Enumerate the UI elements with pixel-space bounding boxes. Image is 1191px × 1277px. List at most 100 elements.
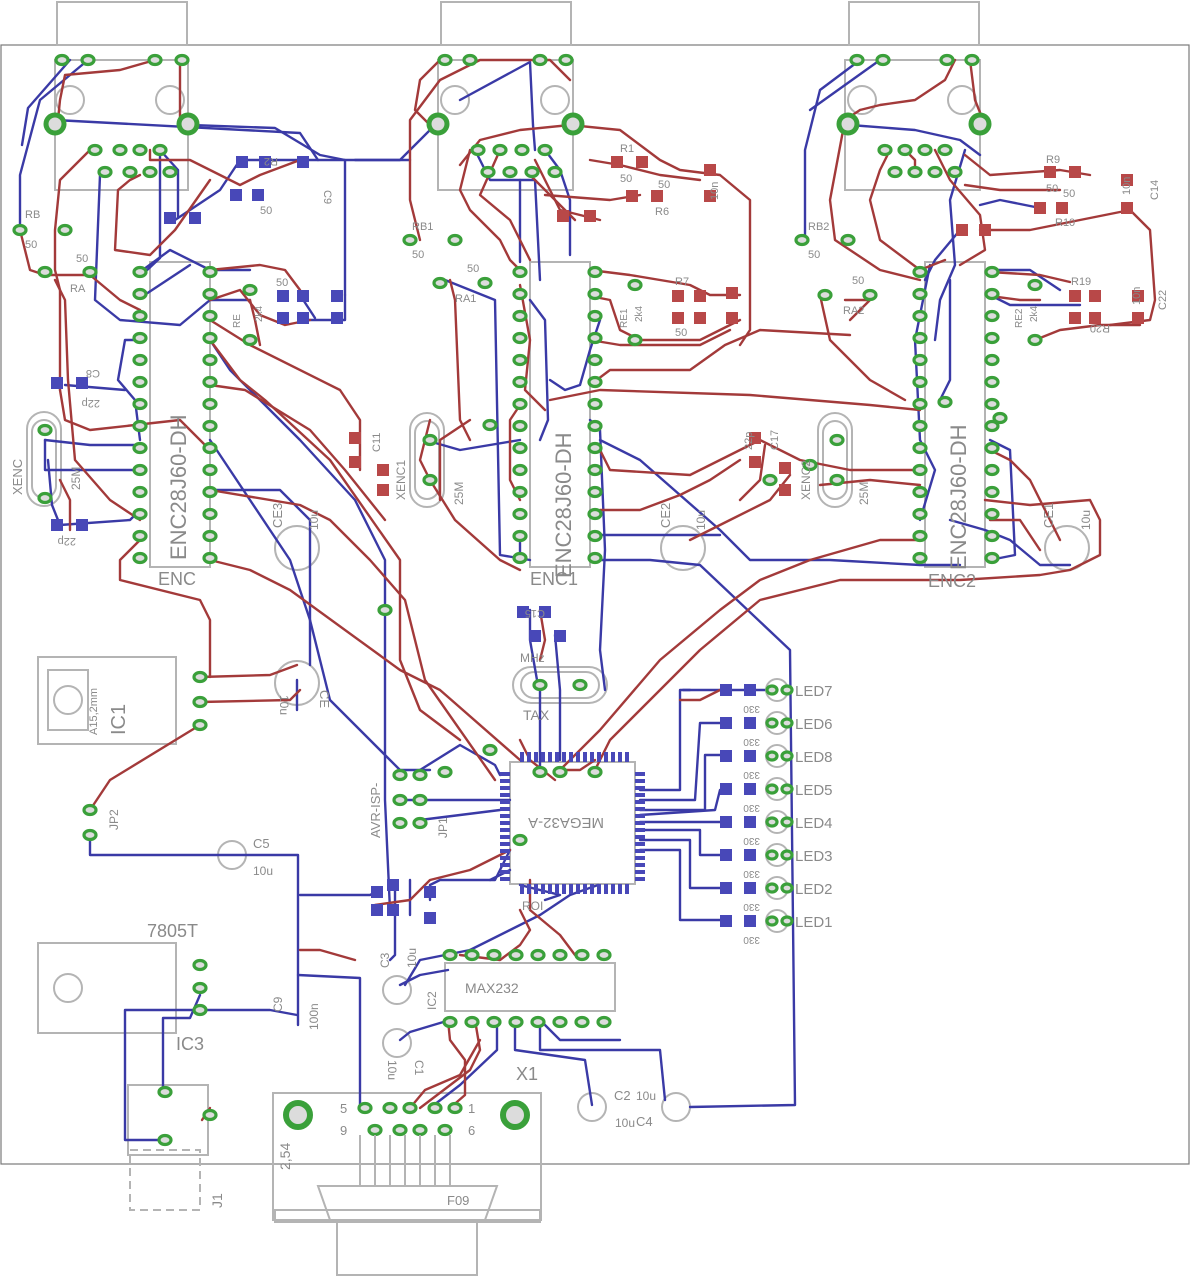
led-label: LED4 [795,815,833,832]
re-label: RE [232,314,243,328]
max232-pin [530,948,546,962]
enc0-pin [202,397,218,411]
rj45-0-data-pin [87,143,103,157]
enc1-pin [512,551,528,565]
ic1-pin [192,718,208,732]
smd-pad [377,464,389,476]
rj45-1-data-pin [470,143,486,157]
smd-pad [252,189,264,201]
smd-pad [584,210,596,222]
led-resistor-pad [744,816,756,828]
enc0-part-label: ENC28J60-DH [166,415,191,561]
enc2-pin [912,463,928,477]
ce1-val: 10u [1079,510,1093,530]
rj45-1-data-pin [537,143,553,157]
enc2-pin [912,375,928,389]
rj45-2-data-pin [907,165,923,179]
enc0-outline [149,261,211,568]
ic1-pin [192,670,208,684]
mcu-pin [635,786,645,790]
mcu-pin [597,752,601,762]
smd-pad [371,904,383,916]
c11-label: C11 [371,433,383,452]
smd-pad [297,290,309,302]
ce1-label: CE1 [1041,503,1056,528]
c9-top-label: C9 [321,190,333,204]
mcu-pin [500,877,510,881]
led-pin [780,684,794,696]
smd-pad [1034,202,1046,214]
led-resistor-value: 330 [743,802,760,813]
jack-pitch: 2,54 [277,1143,293,1170]
c22-label: C22 [1157,290,1169,310]
enc1-pin [587,529,603,543]
enc0-pin [132,331,148,345]
rb1-label: RB1 [412,221,433,233]
led-resistor-pad [744,684,756,696]
rj45-0-pin [80,53,96,67]
led-resistor-pad [744,882,756,894]
smd-pad [189,212,201,224]
led-resistor-value: 330 [743,901,760,912]
led-resistor-value: 330 [743,835,760,846]
r10-label: R10 [1055,217,1075,229]
enc2-pin [912,551,928,565]
led-resistor-value: 330 [743,868,760,879]
enc1-pin [587,353,603,367]
rj45-0-data-pin [132,143,148,157]
max232-pin [508,1015,524,1029]
smd-pad [554,630,566,642]
led-resistor-pad [720,717,732,729]
led-label: LED8 [795,749,833,766]
rb1-val: 50 [412,249,424,261]
enc2-pin [984,265,1000,279]
ce-val: 10u [277,695,291,715]
enc0-pin [132,419,148,433]
rj45-shield-pads [43,112,992,1130]
mcu-pin [635,842,645,846]
mcu-pin [541,884,545,894]
led-resistor-pad [744,750,756,762]
mcu-pin [520,884,524,894]
smd-pad [1132,290,1144,302]
via [437,765,453,779]
enc1-pin [587,551,603,565]
led-row: LED8 [765,744,833,768]
smd-pad [1132,312,1144,324]
smd-pad [230,189,242,201]
enc2-pin [984,441,1000,455]
c17-label: C17 [769,430,781,450]
led-row: LED5 [765,777,833,801]
c3-label: C3 [378,952,392,968]
mcu-pin [583,752,587,762]
max232-pin [464,948,480,962]
enc1-pin [512,265,528,279]
electrolytic-caps [217,525,1090,1122]
c5-val: 10u [253,864,273,878]
smd-pad [1121,202,1133,214]
enc0-pin [202,463,218,477]
mcu-pin [527,752,531,762]
re2-label: RE2 [1014,308,1025,328]
c15-label: C15 [525,607,545,619]
led-resistor-value: 330 [743,769,760,780]
mcu-pin [500,870,510,874]
smd-pad [1069,290,1081,302]
crystal-pin [572,678,588,692]
via [482,743,498,757]
resistor-pin [447,233,463,247]
mcu-pin [635,772,645,776]
via [992,411,1008,425]
enc1-pin [587,287,603,301]
smd-pad [377,484,389,496]
enc2-pin [984,397,1000,411]
rj45-1-data-pin [547,165,563,179]
rj45-1-pin [437,53,453,67]
smd-pad [1121,174,1133,186]
smd-pad [557,210,569,222]
tht-pads [12,53,1043,1147]
enc1-pin [512,309,528,323]
mcu-pin [548,752,552,762]
c5-label: C5 [253,836,270,851]
